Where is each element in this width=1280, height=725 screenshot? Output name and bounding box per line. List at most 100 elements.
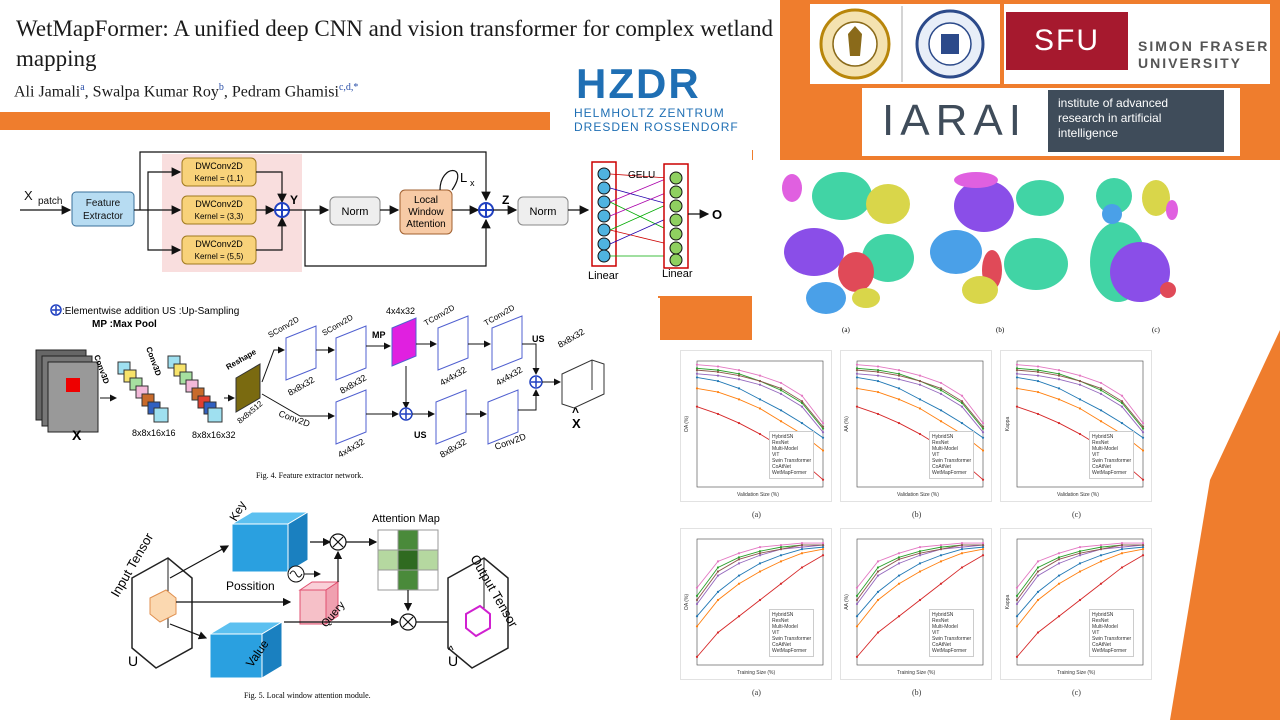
data-point	[855, 586, 859, 589]
data-point	[1015, 594, 1019, 598]
train-chart-b-svg	[855, 538, 985, 666]
fig5-diagram: Input Tensor U Key Possition Query Atten…	[108, 499, 522, 700]
fig4-x-hat-label: X	[572, 416, 581, 431]
data-point	[779, 546, 783, 549]
data-point	[1078, 554, 1082, 557]
sfu-logo-mark: SFU	[1006, 12, 1128, 70]
data-point	[981, 478, 985, 481]
data-point	[1015, 372, 1019, 375]
data-point	[960, 400, 964, 403]
series-line-swin-transformer	[856, 373, 984, 433]
val-sub-b: (b)	[912, 510, 922, 519]
architecture-diagram: X patch Feature Extractor DWConv2D Kerne…	[20, 151, 722, 282]
series-line-wetmapformer	[856, 364, 984, 424]
data-point	[1099, 582, 1103, 585]
data-point	[821, 431, 825, 434]
data-point	[1078, 552, 1082, 555]
sfu-logo: SFU SIMON FRASER UNIVERSITY	[1004, 4, 1270, 84]
data-point	[821, 541, 825, 545]
train-chart-c-ylabel: Kappa	[1005, 594, 1012, 610]
tsne-label-a: (a)	[842, 326, 850, 334]
linear-1-label: Linear	[588, 270, 619, 282]
data-point	[1141, 541, 1145, 545]
legend-item: WetMapFormer	[772, 648, 807, 654]
data-point	[960, 541, 964, 545]
data-point	[1057, 398, 1061, 401]
data-point	[897, 398, 901, 401]
data-point	[1036, 566, 1040, 569]
data-point	[695, 598, 699, 602]
key-tensor-blocks	[230, 511, 310, 573]
tsne-plot-c	[1090, 178, 1178, 302]
us-label-2: US	[414, 430, 427, 440]
data-point	[897, 615, 901, 618]
data-point	[1036, 598, 1040, 602]
data-point	[1036, 390, 1040, 394]
fig4-legend-line1: :Elementwise addition US :Up-Sampling	[62, 306, 239, 317]
y-label: Y	[290, 193, 298, 207]
data-point	[779, 381, 783, 385]
data-point	[1036, 412, 1040, 416]
data-point	[960, 543, 964, 547]
data-point	[1099, 560, 1103, 563]
data-point	[960, 566, 964, 569]
data-point	[737, 562, 741, 565]
data-point	[876, 390, 880, 394]
data-point	[737, 398, 741, 401]
data-point	[737, 552, 741, 555]
data-point	[876, 370, 880, 374]
dwconv-3-name: DWConv2D	[195, 239, 243, 249]
data-point	[981, 425, 985, 428]
dwconv-1-kernel: Kernel = (1,1)	[195, 174, 244, 183]
legend-item: HybridSN	[1092, 434, 1114, 440]
data-point	[876, 374, 880, 377]
data-point	[1099, 392, 1103, 395]
data-point	[1015, 387, 1019, 390]
data-point	[1015, 598, 1019, 602]
local-window-line2: Window	[408, 207, 444, 218]
legend-item: ViT	[772, 630, 780, 636]
data-point	[821, 548, 825, 551]
chart-frame	[696, 538, 824, 666]
data-point	[855, 363, 859, 366]
data-point	[716, 374, 720, 377]
data-point	[855, 387, 859, 390]
data-point	[1099, 387, 1103, 390]
data-point	[981, 548, 985, 551]
data-point	[1120, 541, 1124, 545]
train-chart-c-legend: HybridSN ResNet Multi-Model ViT Swin Tra…	[1089, 609, 1135, 657]
data-point	[1057, 582, 1061, 585]
data-point	[737, 615, 741, 618]
data-point	[918, 383, 922, 386]
series-line-wetmapformer	[856, 542, 983, 589]
data-point	[716, 566, 720, 569]
data-point	[695, 387, 699, 390]
author-2: Swalpa Kumar Roy	[92, 83, 219, 101]
legend-item: ViT	[1092, 630, 1100, 636]
data-point	[897, 387, 901, 390]
iarai-logo: IARAI institute of advanced research in …	[862, 88, 1240, 156]
data-point	[1099, 554, 1103, 557]
sfu-logo-line1: SIMON FRASER	[1138, 38, 1270, 54]
fig5-local-window-attention: Input Tensor U Key Possition Query Atten…	[0, 498, 660, 720]
legend-item: Multi-Model	[1092, 624, 1118, 630]
data-point	[821, 478, 825, 481]
data-point	[1120, 405, 1124, 408]
data-point	[981, 436, 985, 439]
data-point	[918, 432, 922, 436]
data-point	[1120, 400, 1124, 403]
legend-item: WetMapFormer	[772, 470, 807, 476]
data-point	[855, 602, 859, 606]
data-point	[1120, 543, 1124, 547]
dense-connections	[609, 173, 669, 257]
data-point	[1057, 421, 1061, 425]
data-point	[716, 412, 720, 416]
data-point	[800, 566, 804, 569]
train-chart-c-svg	[1015, 538, 1145, 666]
iarai-logo-mark: IARAI	[882, 96, 1027, 145]
data-point	[918, 562, 922, 565]
data-point	[918, 570, 922, 573]
data-point	[1141, 431, 1145, 434]
data-point	[1015, 376, 1019, 379]
legend-item: CoAtNet	[932, 464, 951, 470]
